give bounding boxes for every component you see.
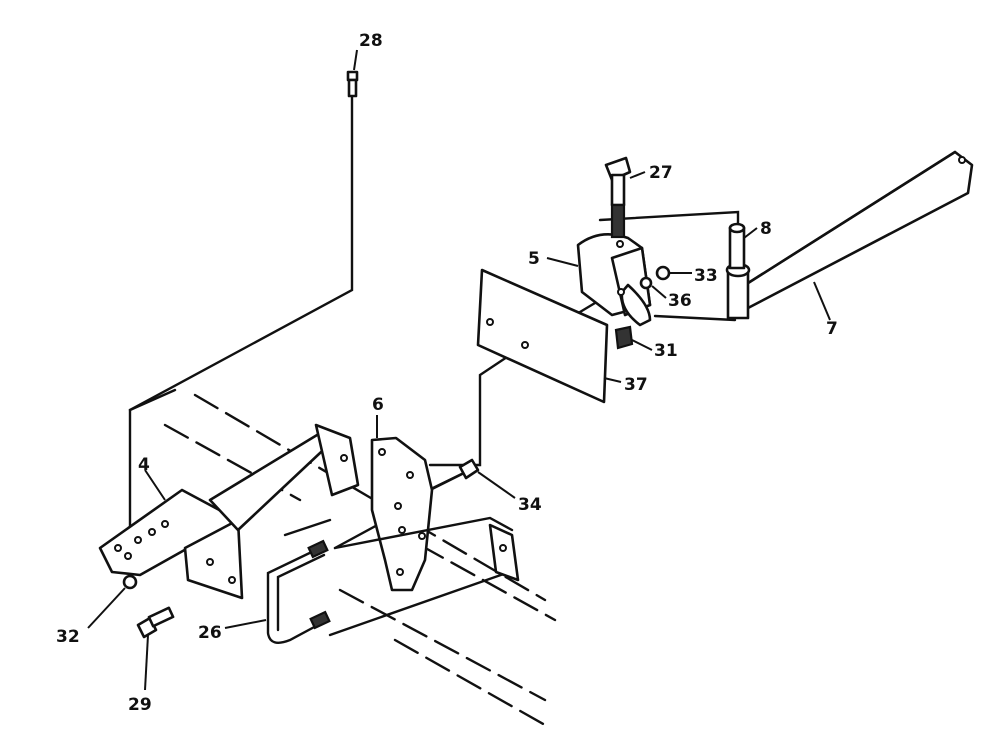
callout-31: 31	[654, 341, 678, 361]
callout-33: 33	[694, 266, 718, 286]
nut-part-31	[614, 325, 634, 350]
bolt-part-28	[346, 70, 359, 98]
bolt-part-27	[604, 156, 632, 239]
nut-part-33	[655, 265, 671, 281]
u-bolt-part-26	[266, 539, 331, 644]
bracket-part-4	[98, 423, 360, 600]
callout-32: 32	[56, 627, 80, 647]
callout-37: 37	[624, 375, 648, 395]
callout-7: 7	[826, 319, 838, 339]
bolt-part-29	[136, 606, 175, 639]
frame-rails	[163, 393, 557, 727]
callout-26: 26	[198, 623, 222, 643]
callout-28: 28	[359, 31, 383, 51]
callout-36: 36	[668, 291, 692, 311]
callout-4: 4	[138, 455, 150, 475]
callout-29: 29	[128, 695, 152, 715]
callout-5: 5	[528, 249, 540, 269]
callout-labels: 28 27 5 8 33 36 7 31 37 6 4 34 32 26 29	[56, 31, 838, 715]
callout-6: 6	[372, 395, 384, 415]
leader-lines	[87, 49, 831, 691]
frame-channel	[333, 516, 520, 582]
callout-8: 8	[760, 219, 772, 239]
bracket-part-5	[576, 232, 652, 327]
washer-part-36	[639, 276, 653, 290]
arm-part-7	[725, 150, 974, 320]
pin-part-8	[728, 222, 746, 270]
nut-part-32	[122, 574, 138, 590]
callout-27: 27	[649, 163, 673, 183]
callout-34: 34	[518, 495, 542, 515]
plate-part-6	[370, 436, 434, 592]
nut-part-34	[458, 458, 480, 480]
plate-part-37	[476, 268, 609, 404]
